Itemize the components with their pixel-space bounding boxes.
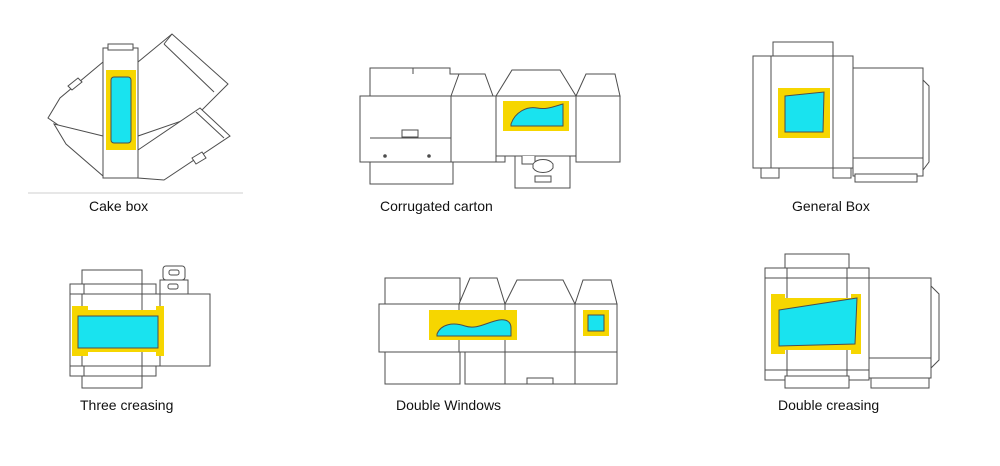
caption-three-creasing: Three creasing (80, 397, 174, 413)
caption-general-box: General Box (792, 198, 870, 214)
general-box-diagram (745, 38, 945, 188)
three-creasing-dieline-icon (69, 265, 211, 389)
cake-box-dieline-icon (28, 33, 243, 194)
caption-corrugated-carton: Corrugated carton (380, 198, 493, 214)
corrugated-carton-diagram (355, 60, 630, 190)
general-box-dieline-icon (752, 41, 930, 183)
three-creasing-diagram (60, 262, 235, 392)
cake-box-diagram (0, 0, 260, 230)
caption-cake-box: Cake box (89, 198, 149, 214)
corrugated-carton-dieline-icon (359, 67, 621, 189)
double-windows-dieline-icon (378, 277, 618, 385)
caption-double-creasing: Double creasing (778, 397, 880, 413)
double-creasing-dieline-icon (764, 253, 940, 389)
double-creasing-diagram (755, 250, 955, 395)
caption-double-windows: Double Windows (396, 397, 502, 413)
double-windows-diagram (375, 268, 635, 393)
